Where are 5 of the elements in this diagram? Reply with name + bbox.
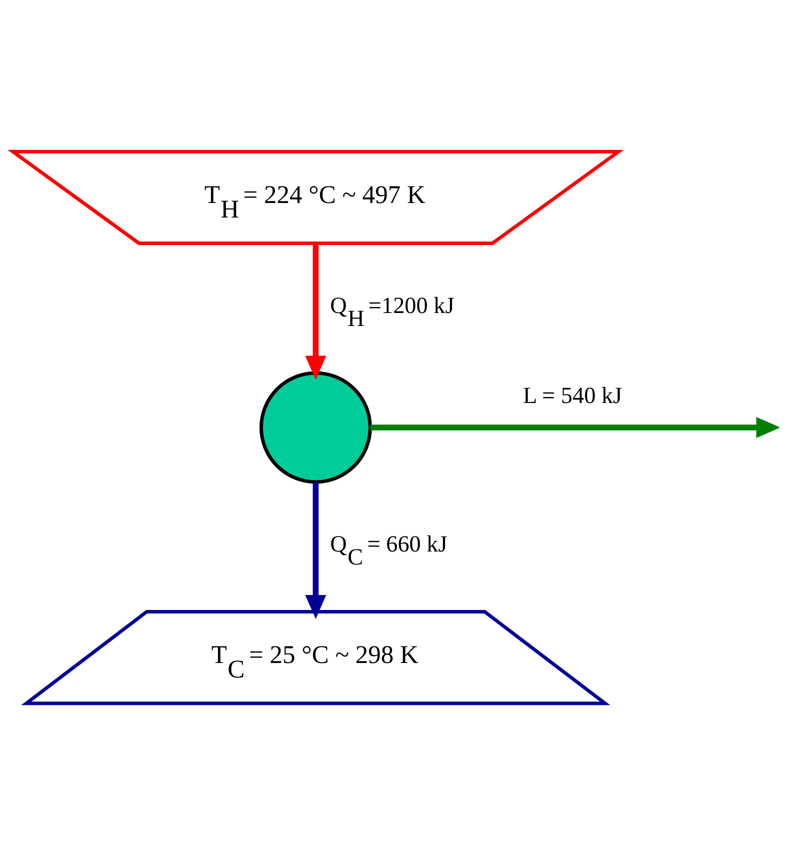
arrow [305,243,326,380]
node-circle [259,370,372,484]
edge-label: L = 540 kJ [522,382,622,409]
arrow [305,482,326,619]
arrow [370,416,779,438]
